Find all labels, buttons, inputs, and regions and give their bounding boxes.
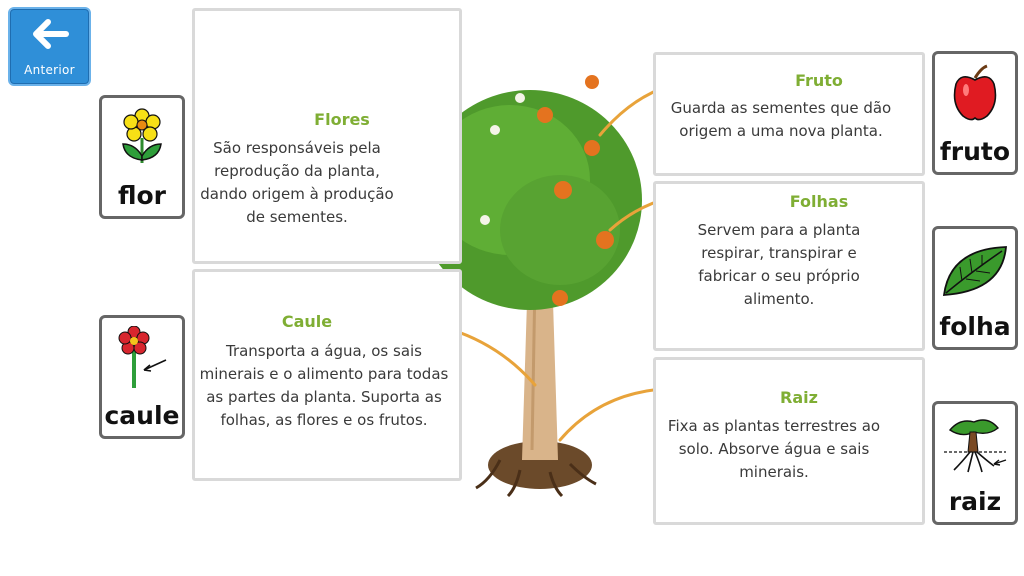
panel-caule: Caule Transporta a água, os sais minerai… (192, 269, 462, 481)
pictogram-folha[interactable]: folha (932, 226, 1018, 350)
leaf-icon (942, 246, 1007, 296)
panel-raiz: Raiz Fixa as plantas terrestres ao solo.… (653, 357, 925, 525)
pictogram-flor-label: flor (117, 181, 167, 210)
arrow-left-icon (33, 19, 69, 49)
pictogram-fruto[interactable]: fruto (932, 51, 1018, 175)
back-button[interactable]: Anterior (8, 7, 91, 86)
apple-icon (953, 64, 997, 121)
panel-fruto-text: Guarda as sementes que dão origem a uma … (670, 99, 892, 140)
stem-icon (118, 326, 167, 388)
panel-folhas-text: Servem para a planta respirar, transpira… (697, 221, 861, 308)
panel-flores-title: Flores (314, 110, 370, 129)
panel-raiz-title: Raiz (780, 388, 818, 407)
root-icon (944, 419, 1007, 473)
pictogram-fruto-label: fruto (939, 137, 1011, 166)
pictogram-raiz[interactable]: raiz (932, 401, 1018, 525)
pictogram-flor[interactable]: flor (99, 95, 185, 219)
pictogram-raiz-label: raiz (948, 487, 1002, 516)
panel-flores-text: São responsáveis pela reprodução da plan… (200, 139, 394, 226)
panel-folhas: Folhas Servem para a planta respirar, tr… (653, 181, 925, 351)
panel-fruto: Fruto Guarda as sementes que dão origem … (653, 52, 925, 176)
pictogram-caule[interactable]: caule (99, 315, 185, 439)
panel-caule-title: Caule (281, 312, 333, 331)
flower-icon (122, 108, 162, 163)
panel-raiz-text: Fixa as plantas terrestres ao solo. Abso… (667, 417, 881, 481)
panel-fruto-title: Fruto (795, 71, 843, 90)
pictogram-caule-label: caule (104, 401, 180, 430)
tree-illustration (418, 75, 642, 498)
pictogram-folha-label: folha (939, 312, 1011, 341)
panel-flores: Flores São responsáveis pela reprodução … (192, 8, 462, 264)
panel-folhas-title: Folhas (789, 192, 849, 211)
panel-caule-text: Transporta a água, os sais minerais e o … (199, 342, 449, 429)
back-label: Anterior (24, 63, 75, 77)
